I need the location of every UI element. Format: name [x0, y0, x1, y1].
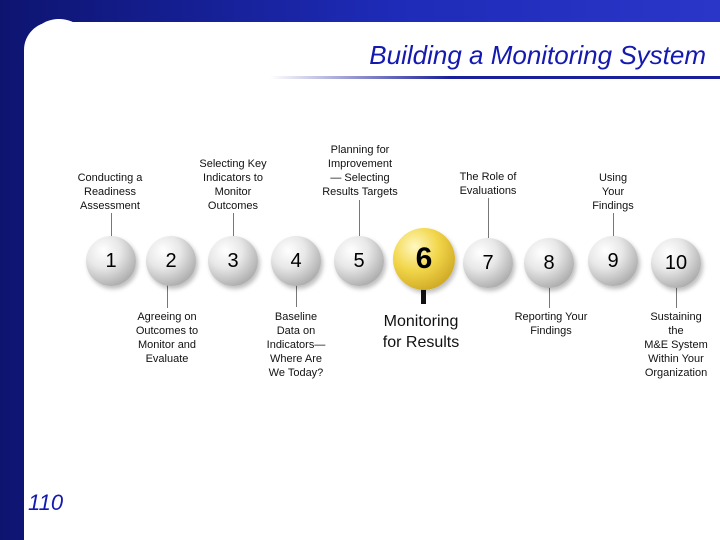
- title-underline: [270, 76, 720, 79]
- connector-4: [296, 283, 297, 307]
- step-9-ball: 9: [588, 236, 638, 286]
- step-4-ball: 4: [271, 236, 321, 286]
- step-9-label: Using Your Findings: [592, 172, 634, 212]
- step-2-label: Agreeing on Outcomes to Monitor and Eval…: [135, 311, 199, 365]
- connector-7: [488, 198, 489, 238]
- step-4-label: Baseline Data on Indicators— Where Are W…: [266, 311, 326, 379]
- connector-9: [613, 213, 614, 237]
- step-5-ball: 5: [334, 236, 384, 286]
- step-7-ball: 7: [463, 238, 513, 288]
- connector-8: [549, 286, 550, 308]
- step-8-ball: 8: [524, 238, 574, 288]
- connector-6: [421, 286, 426, 304]
- step-6-ball: 6: [393, 228, 455, 290]
- step-3-label: Selecting Key Indicators to Monitor Outc…: [199, 158, 267, 212]
- slide-title: Building a Monitoring System: [369, 40, 706, 70]
- step-6-label: Monitoring for Results: [382, 313, 460, 351]
- step-1-label: Conducting a Readiness Assessment: [77, 172, 143, 212]
- step-10-ball: 10: [651, 238, 701, 288]
- connector-2: [167, 282, 168, 308]
- step-1-ball: 1: [86, 236, 136, 286]
- step-5-label: Planning for Improvement — Selecting Res…: [322, 144, 398, 198]
- globe-icon: [27, 19, 91, 83]
- connector-5: [359, 200, 360, 236]
- page-number: 110: [28, 490, 64, 515]
- connector-3: [233, 213, 234, 237]
- step-8-label: Reporting Your Findings: [514, 311, 588, 337]
- connector-10: [676, 286, 677, 308]
- step-10-label: Sustaining the M&E System Within Your Or…: [644, 311, 708, 379]
- step-3-ball: 3: [208, 236, 258, 286]
- step-7-label: The Role of Evaluations: [459, 171, 517, 197]
- step-2-ball: 2: [146, 236, 196, 286]
- connector-1: [111, 213, 112, 239]
